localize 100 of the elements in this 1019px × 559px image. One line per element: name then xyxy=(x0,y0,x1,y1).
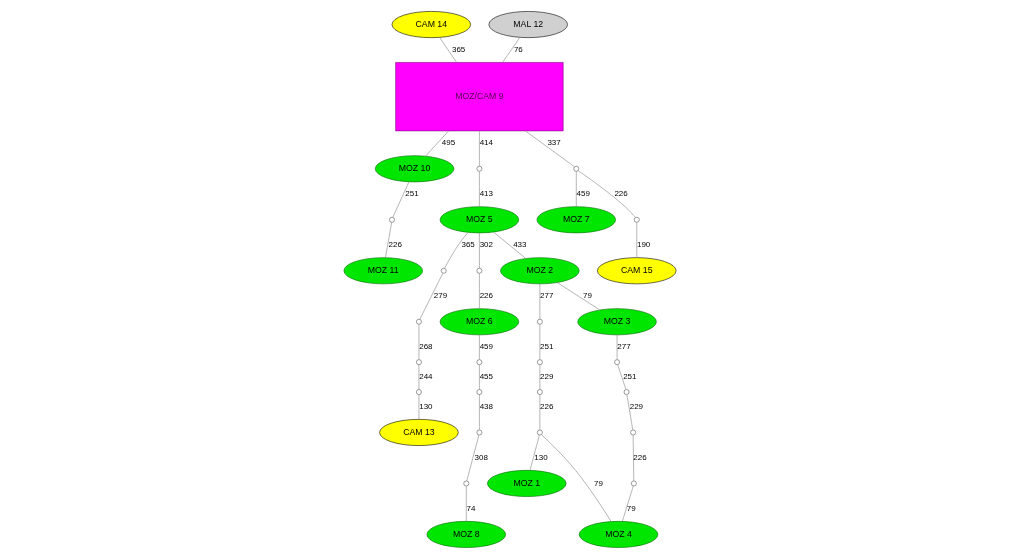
edge-label: 459 xyxy=(479,342,493,352)
connector xyxy=(556,282,600,311)
edge-label: 365 xyxy=(460,240,475,250)
connector xyxy=(478,394,480,431)
edge-label: 74 xyxy=(466,504,475,513)
connector xyxy=(635,222,637,258)
node-circle xyxy=(388,216,395,223)
edge-label: 226 xyxy=(388,240,402,250)
edge-label: 79 xyxy=(582,291,592,301)
edge-label: 79 xyxy=(593,478,603,488)
edge-label: 279 xyxy=(433,291,447,301)
edge-label: 277 xyxy=(616,342,631,352)
connector xyxy=(418,324,419,360)
node-ellipse: CAM 15 xyxy=(596,257,676,285)
connector xyxy=(478,130,480,167)
edge-label: 244 xyxy=(418,372,433,382)
connector xyxy=(501,37,520,63)
edge-label: 130 xyxy=(418,402,433,412)
node-circle xyxy=(536,359,543,366)
node-ellipse: MOZ 1 xyxy=(486,470,566,497)
edge-label: 459 xyxy=(576,189,590,199)
node-circle xyxy=(629,429,636,436)
connector xyxy=(418,364,419,390)
connector xyxy=(540,434,611,522)
edge-label: 308 xyxy=(474,453,488,463)
connector xyxy=(616,364,626,390)
connector xyxy=(465,434,479,482)
connector xyxy=(539,283,540,320)
connector xyxy=(478,232,480,269)
connector xyxy=(524,130,575,168)
connector xyxy=(575,171,577,207)
connector xyxy=(529,434,540,471)
connector xyxy=(632,434,634,482)
node-ellipse: MOZ 6 xyxy=(439,308,519,336)
edge-label: 226 xyxy=(613,189,628,199)
node-circle xyxy=(476,389,482,395)
node-box: MOZ/CAM 9 xyxy=(394,62,563,132)
node-circle xyxy=(536,318,543,325)
edge-label: 414 xyxy=(479,138,493,148)
edge-label: 495 xyxy=(441,138,455,148)
connector xyxy=(539,324,540,360)
node-ellipse: CAM 13 xyxy=(378,419,459,446)
edge-label: 226 xyxy=(539,402,553,412)
connector xyxy=(621,485,634,522)
edge-label: 277 xyxy=(539,291,553,301)
edge-label: 79 xyxy=(626,504,636,513)
node-ellipse: MOZ 8 xyxy=(426,521,506,548)
connector xyxy=(492,231,526,259)
edge-label: 190 xyxy=(636,240,650,250)
connector xyxy=(539,394,540,431)
connector xyxy=(384,222,392,258)
node-ellipse: MOZ 10 xyxy=(374,155,454,183)
node-ellipse: MOZ 11 xyxy=(343,257,423,285)
node-ellipse: CAM 14 xyxy=(391,11,471,38)
node-ellipse: MOZ 7 xyxy=(536,206,616,234)
node-circle xyxy=(613,359,620,366)
node-circle xyxy=(633,216,640,223)
edge-label: 130 xyxy=(533,453,548,463)
node-circle xyxy=(476,359,482,366)
node-ellipse: MOZ 5 xyxy=(439,206,519,234)
connector xyxy=(424,130,449,157)
edge-label: 438 xyxy=(479,402,493,412)
connector xyxy=(418,394,419,420)
edge-label: 229 xyxy=(629,402,643,412)
edge-label: 268 xyxy=(418,342,433,352)
edge-label: 226 xyxy=(479,291,493,301)
node-circle xyxy=(476,165,482,172)
connector xyxy=(478,171,480,207)
node-circle xyxy=(630,480,637,487)
node-circle xyxy=(462,480,469,487)
edge-label: 337 xyxy=(546,138,561,148)
connector xyxy=(391,181,409,218)
connector xyxy=(465,485,467,522)
connector xyxy=(478,334,480,360)
node-circle xyxy=(415,359,422,366)
connector xyxy=(616,334,617,360)
edge-label: 302 xyxy=(479,240,493,250)
connector xyxy=(626,394,633,431)
edge-label: 229 xyxy=(539,372,553,382)
edge-label: 433 xyxy=(512,240,527,250)
connector xyxy=(419,273,443,320)
node-ellipse: MOZ 4 xyxy=(578,521,658,548)
node-circle xyxy=(415,318,422,325)
node-circle xyxy=(536,429,543,436)
edge-label: 251 xyxy=(404,189,419,199)
node-circle xyxy=(476,267,482,274)
connector xyxy=(577,170,636,218)
edge-label: 251 xyxy=(539,342,553,352)
node-ellipse: MOZ 2 xyxy=(499,257,579,285)
edge-label: 226 xyxy=(632,453,647,463)
node-circle xyxy=(623,389,629,395)
connector xyxy=(539,364,540,390)
connector xyxy=(438,37,457,63)
node-circle xyxy=(476,429,482,436)
edge-label: 251 xyxy=(622,372,637,382)
node-ellipse: MOZ 3 xyxy=(576,308,657,336)
node-ellipse: MAL 12 xyxy=(488,11,568,38)
node-circle xyxy=(572,165,579,172)
edge-label: 76 xyxy=(513,45,523,55)
edge-label: 365 xyxy=(451,45,465,55)
